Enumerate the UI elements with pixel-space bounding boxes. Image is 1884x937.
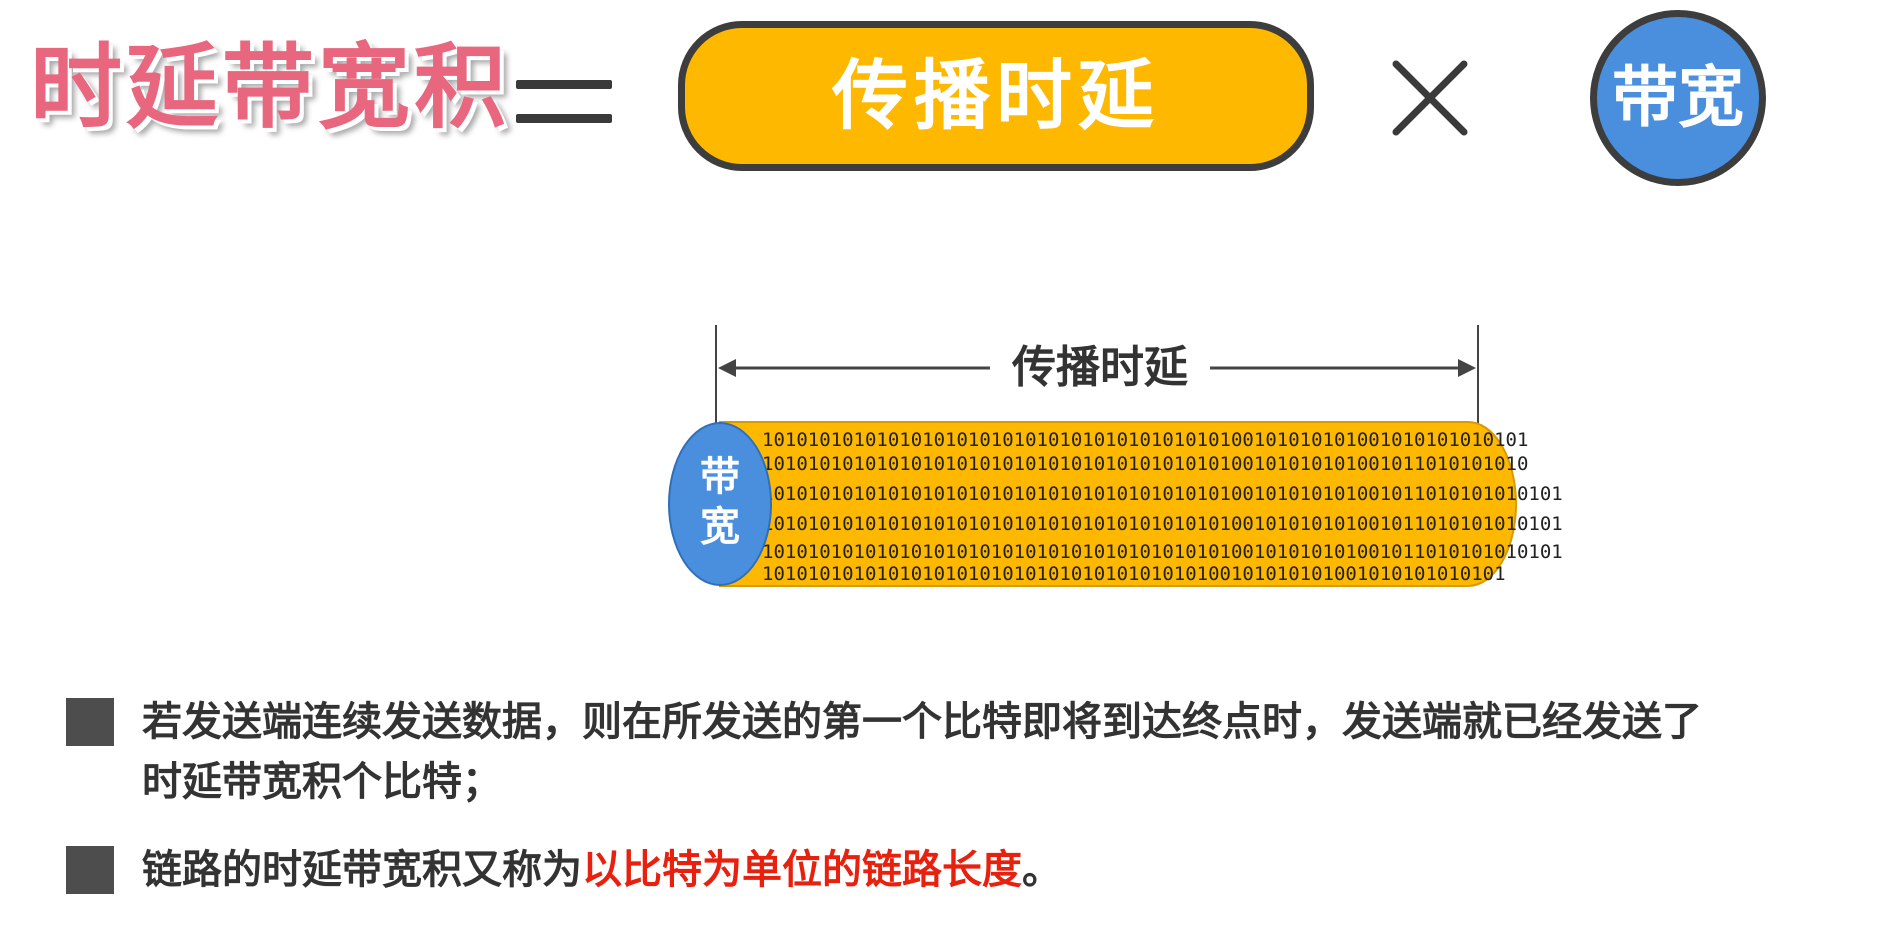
propagation-delay-pill: 传播时延 <box>678 21 1314 171</box>
binary-row: 1010101010101010101010101010101010101010… <box>762 541 1563 563</box>
bullet-2-prefix: 链路的时延带宽积又称为 <box>142 847 582 893</box>
multiply-icon <box>1392 60 1468 136</box>
binary-row: 1010101010101010101010101010101010101010… <box>762 563 1506 585</box>
bandwidth-circle: 带宽 <box>1590 10 1766 186</box>
bullet-1-line-2: 时延带宽积个比特； <box>142 759 502 805</box>
bullet-1-line-1: 若发送端连续发送数据，则在所发送的第一个比特即将到达终点时，发送端就已经发送了 <box>142 699 1702 745</box>
binary-row: 1010101010101010101010101010101010101010… <box>762 453 1529 475</box>
binary-row: 1010101010101010101010101010101010101010… <box>762 513 1563 535</box>
equals-icon <box>516 80 612 128</box>
formula-title: 时延带宽积 <box>30 34 511 141</box>
binary-row: 1010101010101010101010101010101010101010… <box>762 429 1529 451</box>
bullet-2: 链路的时延带宽积又称为以比特为单位的链路长度。 <box>142 842 1062 898</box>
dimension-arrow-left <box>718 359 736 377</box>
bullet-square-icon <box>66 698 114 746</box>
pipe-bandwidth-label: 带 宽 <box>700 454 740 550</box>
bullet-2-suffix: 。 <box>1022 847 1062 893</box>
bullet-square-icon <box>66 846 114 894</box>
dimension-label: 传播时延 <box>990 340 1210 396</box>
bullet-2-highlight: 以比特为单位的链路长度 <box>582 847 1022 893</box>
bandwidth-label: 带宽 <box>1612 59 1744 136</box>
dimension-arrow-right <box>1458 359 1476 377</box>
binary-row: 1010101010101010101010101010101010101010… <box>762 483 1563 505</box>
pipe-body <box>719 421 1517 587</box>
propagation-delay-label: 传播时延 <box>832 51 1160 140</box>
pipe-bandwidth-ellipse <box>668 422 772 586</box>
